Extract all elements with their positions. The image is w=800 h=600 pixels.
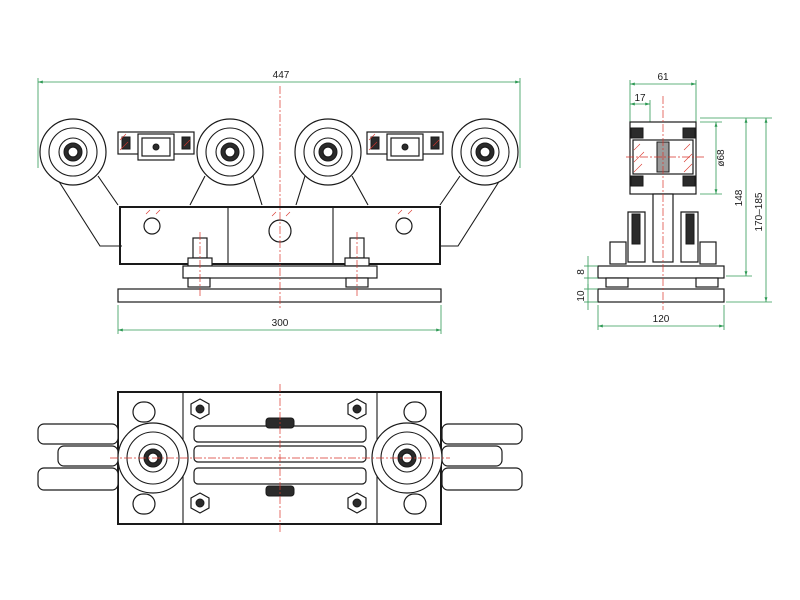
front-nut-left — [187, 277, 211, 288]
side-bearing — [682, 127, 696, 139]
dim-300-label: 300 — [272, 318, 289, 329]
roller-arm — [351, 175, 461, 206]
dim-68-label: ø68 — [716, 149, 727, 167]
top-nut — [347, 492, 367, 514]
dim-10-label: 10 — [576, 290, 587, 302]
top-slot — [132, 493, 156, 515]
front-roller-4 — [451, 118, 519, 186]
front-roller-1 — [39, 118, 107, 186]
body-hole-right — [395, 217, 413, 235]
top-nut — [190, 492, 210, 514]
body-hole-left — [143, 217, 161, 235]
front-view: 447 — [37, 70, 521, 334]
front-base-plate — [117, 288, 442, 303]
side-bolt-left — [609, 241, 627, 265]
left-leg — [57, 179, 122, 247]
side-nut-left — [605, 277, 629, 288]
top-nut — [190, 398, 210, 420]
side-mount-plate — [597, 265, 725, 279]
dim-170-185-label: 170–185 — [754, 192, 765, 231]
top-wheel-stack-left — [37, 423, 119, 491]
dim-447-label: 447 — [273, 70, 290, 81]
side-view: 61 17 ø68 — [576, 72, 772, 330]
top-view — [37, 384, 523, 532]
dim-61-label: 61 — [657, 72, 669, 83]
dim-8-label: 8 — [576, 269, 587, 275]
top-slot — [403, 401, 427, 423]
top-slot — [403, 493, 427, 515]
dim-17-label: 17 — [634, 93, 646, 104]
top-nut — [347, 398, 367, 420]
side-bearing — [682, 175, 696, 187]
side-nut-right — [695, 277, 719, 288]
dim-120-label: 120 — [653, 314, 670, 325]
side-bolt-right — [699, 241, 717, 265]
top-wheel-stack-right — [441, 423, 523, 491]
right-leg — [440, 179, 501, 247]
front-bearing-left — [117, 131, 195, 161]
side-bearing — [630, 175, 644, 187]
side-wheel-dark-right — [685, 213, 695, 245]
top-slot — [132, 401, 156, 423]
side-base-plate — [597, 288, 725, 303]
roller-arm — [97, 175, 206, 206]
side-bearing — [630, 127, 644, 139]
roller-arm — [252, 175, 306, 206]
front-roller-3 — [294, 118, 362, 186]
front-bearing-right — [366, 131, 444, 161]
dim-148-label: 148 — [734, 189, 745, 206]
side-wheel-dark-left — [631, 213, 641, 245]
front-roller-2 — [196, 118, 264, 186]
